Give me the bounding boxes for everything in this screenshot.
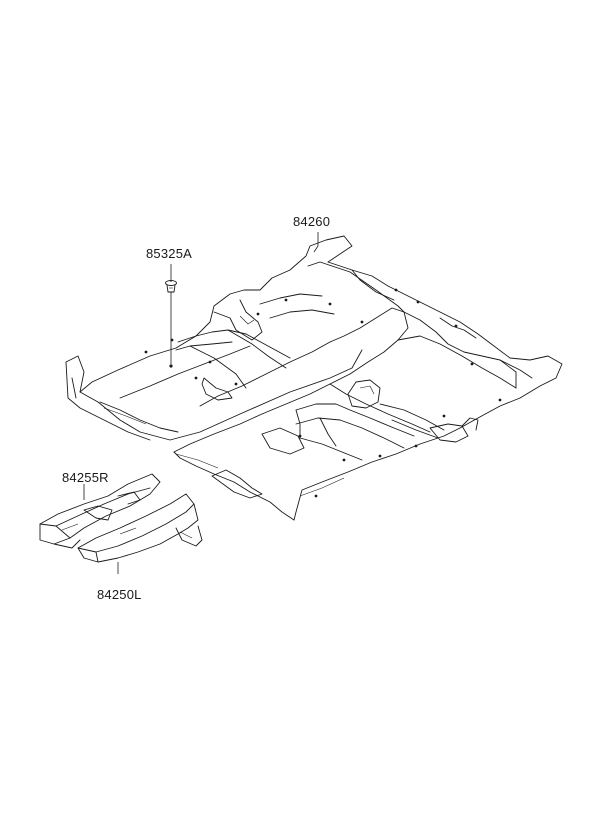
clip-part[interactable]	[165, 280, 177, 293]
clip-mount-point	[169, 364, 173, 368]
rear-pad-left-part[interactable]	[77, 493, 203, 563]
rear-pad-right-part[interactable]	[39, 473, 161, 549]
part-number-rear-pad-left: 84250L	[97, 587, 142, 602]
part-number-carpet: 84260	[293, 214, 331, 229]
part-number-clip: 85325A	[146, 246, 193, 261]
floor-carpet-part[interactable]	[65, 235, 563, 521]
leader-lines	[83, 232, 319, 574]
part-number-rear-pad-right: 84255R	[62, 470, 109, 485]
leader-84260	[313, 232, 319, 253]
